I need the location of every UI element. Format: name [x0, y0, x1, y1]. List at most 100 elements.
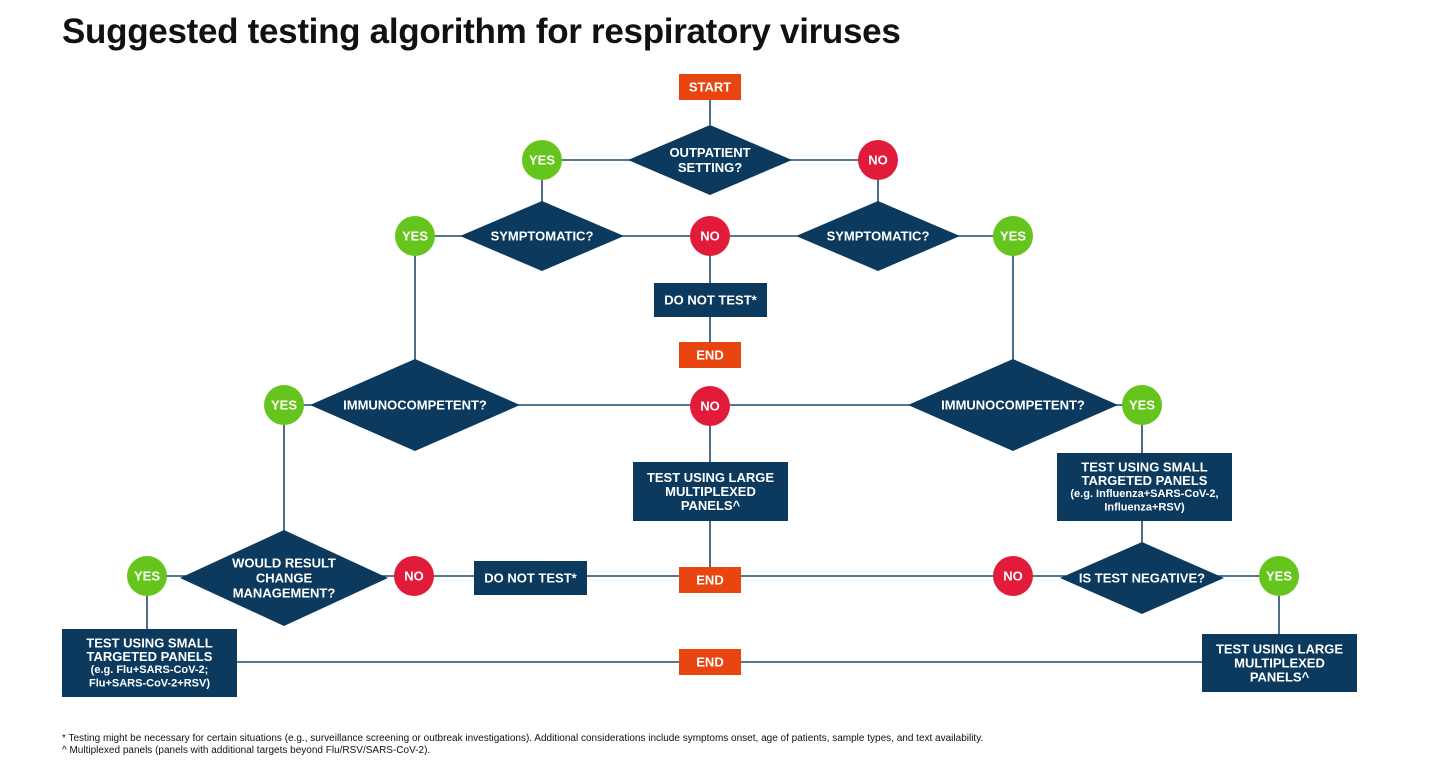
node-text-line: (e.g. Influenza+SARS-CoV-2, [1070, 488, 1218, 500]
node-text-line: TARGETED PANELS [1082, 473, 1208, 488]
yes-node-would-result-shape [127, 556, 167, 596]
node-text-line: OUTPATIENT [669, 145, 750, 160]
test-large-panels-box-1-shape [633, 462, 788, 521]
node-text-line: IMMUNOCOMPETENT? [343, 398, 487, 413]
yes-node-outpatient-shape [522, 140, 562, 180]
node-text-line: PANELS^ [1250, 670, 1310, 685]
no-node-symptomatic-shape [690, 216, 730, 256]
footnote-asterisk: * Testing might be necessary for certain… [62, 733, 984, 744]
node-text-line: TEST USING LARGE [1216, 642, 1343, 657]
test-small-panels-right-box-shape [1057, 453, 1232, 521]
no-node-outpatient-shape [858, 140, 898, 180]
yes-node-symptomatic-right: YES [993, 216, 1033, 256]
would-result-decision-shape [180, 530, 388, 626]
symptomatic-right-decision: SYMPTOMATIC? [796, 201, 960, 271]
node-text-line: PANELS^ [681, 498, 741, 513]
do-not-test-box-1: DO NOT TEST* [654, 283, 767, 317]
no-node-immuno-shape [690, 386, 730, 426]
node-text-line: YES [529, 153, 555, 168]
no-node-test-negative: NO [993, 556, 1033, 596]
end-terminal-3-shape [679, 649, 741, 675]
node-text-line: END [696, 573, 723, 588]
yes-node-immuno-right-shape [1122, 385, 1162, 425]
node-text-line: TEST USING SMALL [1081, 459, 1207, 474]
yes-node-test-negative: YES [1259, 556, 1299, 596]
immunocompetent-left-decision-shape [310, 359, 520, 451]
no-node-immuno: NO [690, 386, 730, 426]
node-text-line: DO NOT TEST* [664, 293, 757, 308]
node-text-line: NO [868, 153, 888, 168]
node-text-line: SYMPTOMATIC? [827, 229, 930, 244]
immunocompetent-right-decision: IMMUNOCOMPETENT? [908, 359, 1118, 451]
no-node-outpatient: NO [858, 140, 898, 180]
symptomatic-left-decision: SYMPTOMATIC? [460, 201, 624, 271]
yes-node-immuno-right: YES [1122, 385, 1162, 425]
node-text-line: YES [271, 398, 297, 413]
symptomatic-left-decision-shape [460, 201, 624, 271]
no-node-would-result-shape [394, 556, 434, 596]
yes-node-symptomatic-right-shape [993, 216, 1033, 256]
node-text-line: TEST USING LARGE [647, 470, 774, 485]
footnote-caret: ^ Multiplexed panels (panels with additi… [62, 745, 431, 756]
node-text-line: NO [404, 569, 424, 584]
no-node-test-negative-shape [993, 556, 1033, 596]
node-text-line: END [696, 655, 723, 670]
node-text-line: DO NOT TEST* [484, 571, 577, 586]
do-not-test-box-2: DO NOT TEST* [474, 561, 587, 595]
do-not-test-box-1-shape [654, 283, 767, 317]
node-text-line: YES [134, 569, 160, 584]
node-text-line: (e.g. Flu+SARS-CoV-2; [91, 664, 209, 676]
node-text-line: YES [1000, 229, 1026, 244]
yes-node-symptomatic-left-shape [395, 216, 435, 256]
node-text-line: Flu+SARS-CoV-2+RSV) [89, 677, 210, 689]
no-node-symptomatic: NO [690, 216, 730, 256]
node-text-line: CHANGE [256, 571, 313, 586]
node-text-line: SETTING? [678, 160, 742, 175]
node-text-line: NO [700, 399, 720, 414]
node-text-line: MULTIPLEXED [1234, 656, 1325, 671]
node-text-line: YES [1266, 569, 1292, 584]
node-text-line: NO [1003, 569, 1023, 584]
yes-node-would-result: YES [127, 556, 167, 596]
yes-node-outpatient: YES [522, 140, 562, 180]
outpatient-decision-shape [628, 125, 792, 195]
node-text-line: IMMUNOCOMPETENT? [941, 398, 1085, 413]
node-text-line: END [696, 348, 723, 363]
node-text-line: NO [700, 229, 720, 244]
end-terminal-1-shape [679, 342, 741, 368]
immunocompetent-left-decision: IMMUNOCOMPETENT? [310, 359, 520, 451]
is-test-negative-decision-shape [1060, 542, 1224, 614]
page-title: Suggested testing algorithm for respirat… [62, 12, 901, 51]
do-not-test-box-2-shape [474, 561, 587, 595]
node-text-line: Influenza+RSV) [1104, 501, 1185, 513]
test-small-panels-left-box-shape [62, 629, 237, 697]
node-text-line: SYMPTOMATIC? [491, 229, 594, 244]
footnotes: * Testing might be necessary for certain… [62, 733, 983, 757]
yes-node-immuno-left: YES [264, 385, 304, 425]
immunocompetent-right-decision-shape [908, 359, 1118, 451]
end-terminal-1: END [679, 342, 741, 368]
node-text-line: YES [1129, 398, 1155, 413]
yes-node-test-negative-shape [1259, 556, 1299, 596]
start-terminal-shape [679, 74, 741, 100]
node-text-line: TARGETED PANELS [87, 649, 213, 664]
symptomatic-right-decision-shape [796, 201, 960, 271]
no-node-would-result: NO [394, 556, 434, 596]
start-terminal: START [679, 74, 741, 100]
is-test-negative-decision: IS TEST NEGATIVE? [1060, 542, 1224, 614]
node-text-line: IS TEST NEGATIVE? [1079, 571, 1205, 586]
node-text-line: WOULD RESULT [232, 556, 336, 571]
node-text-line: START [689, 80, 731, 95]
yes-node-immuno-left-shape [264, 385, 304, 425]
node-text-line: TEST USING SMALL [86, 635, 212, 650]
yes-node-symptomatic-left: YES [395, 216, 435, 256]
node-text-line: MANAGEMENT? [233, 586, 336, 601]
test-large-panels-box-2-shape [1202, 634, 1357, 692]
